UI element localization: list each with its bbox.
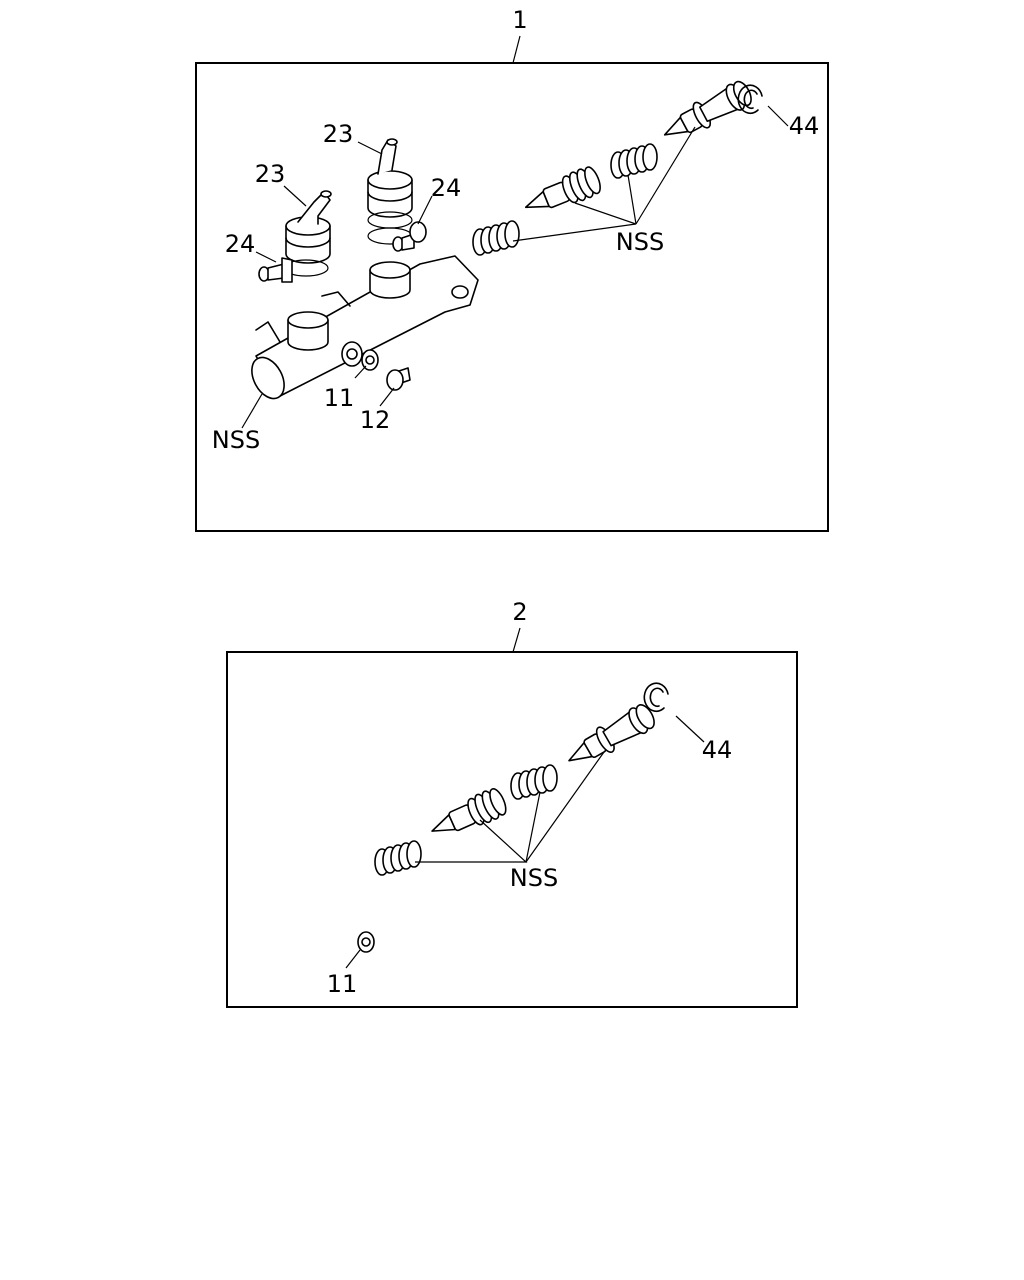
plug-bolt-12 [386, 367, 411, 391]
spring-2 [610, 143, 658, 179]
label-11: 11 [327, 970, 358, 998]
washer-11 [361, 349, 379, 371]
panel-2-number: 2 [512, 598, 527, 626]
label-12: 12 [360, 406, 391, 434]
washer-11 [357, 931, 375, 953]
bolt-right [392, 221, 427, 252]
bolt-left [258, 257, 293, 283]
master-cylinder-body [251, 255, 479, 400]
spring-2 [510, 764, 558, 800]
reservoir-left [283, 190, 332, 277]
label-44: 44 [789, 112, 820, 140]
label-23-left: 23 [255, 160, 286, 188]
label-nss-pistons: NSS [616, 228, 664, 256]
label-44: 44 [702, 736, 733, 764]
snap-ring-44 [737, 84, 763, 115]
label-nss-body: NSS [212, 426, 260, 454]
body-port-2 [369, 261, 411, 299]
label-23-right: 23 [323, 120, 354, 148]
piston-2 [657, 77, 756, 148]
spring-1 [472, 220, 520, 256]
piston-2 [561, 700, 660, 774]
body-port-1 [287, 311, 329, 351]
panel-1-number: 1 [512, 6, 527, 34]
panel-2-frame [226, 651, 798, 1008]
panel-2: 2 44 NSS 11 [226, 598, 798, 1008]
label-24-left: 24 [225, 230, 256, 258]
panel-2-leaders [345, 715, 705, 969]
label-11: 11 [324, 384, 355, 412]
panel-1-frame [195, 62, 829, 532]
panel-1-number-leader [512, 35, 521, 64]
snap-ring-44 [643, 682, 669, 713]
reservoir-right [367, 138, 413, 245]
label-nss-pistons: NSS [510, 864, 558, 892]
panel-1: 1 [195, 6, 829, 532]
label-24-right: 24 [431, 174, 462, 202]
spring-1 [374, 840, 422, 876]
piston-1 [519, 163, 605, 222]
panel-1-leaders [241, 105, 789, 429]
